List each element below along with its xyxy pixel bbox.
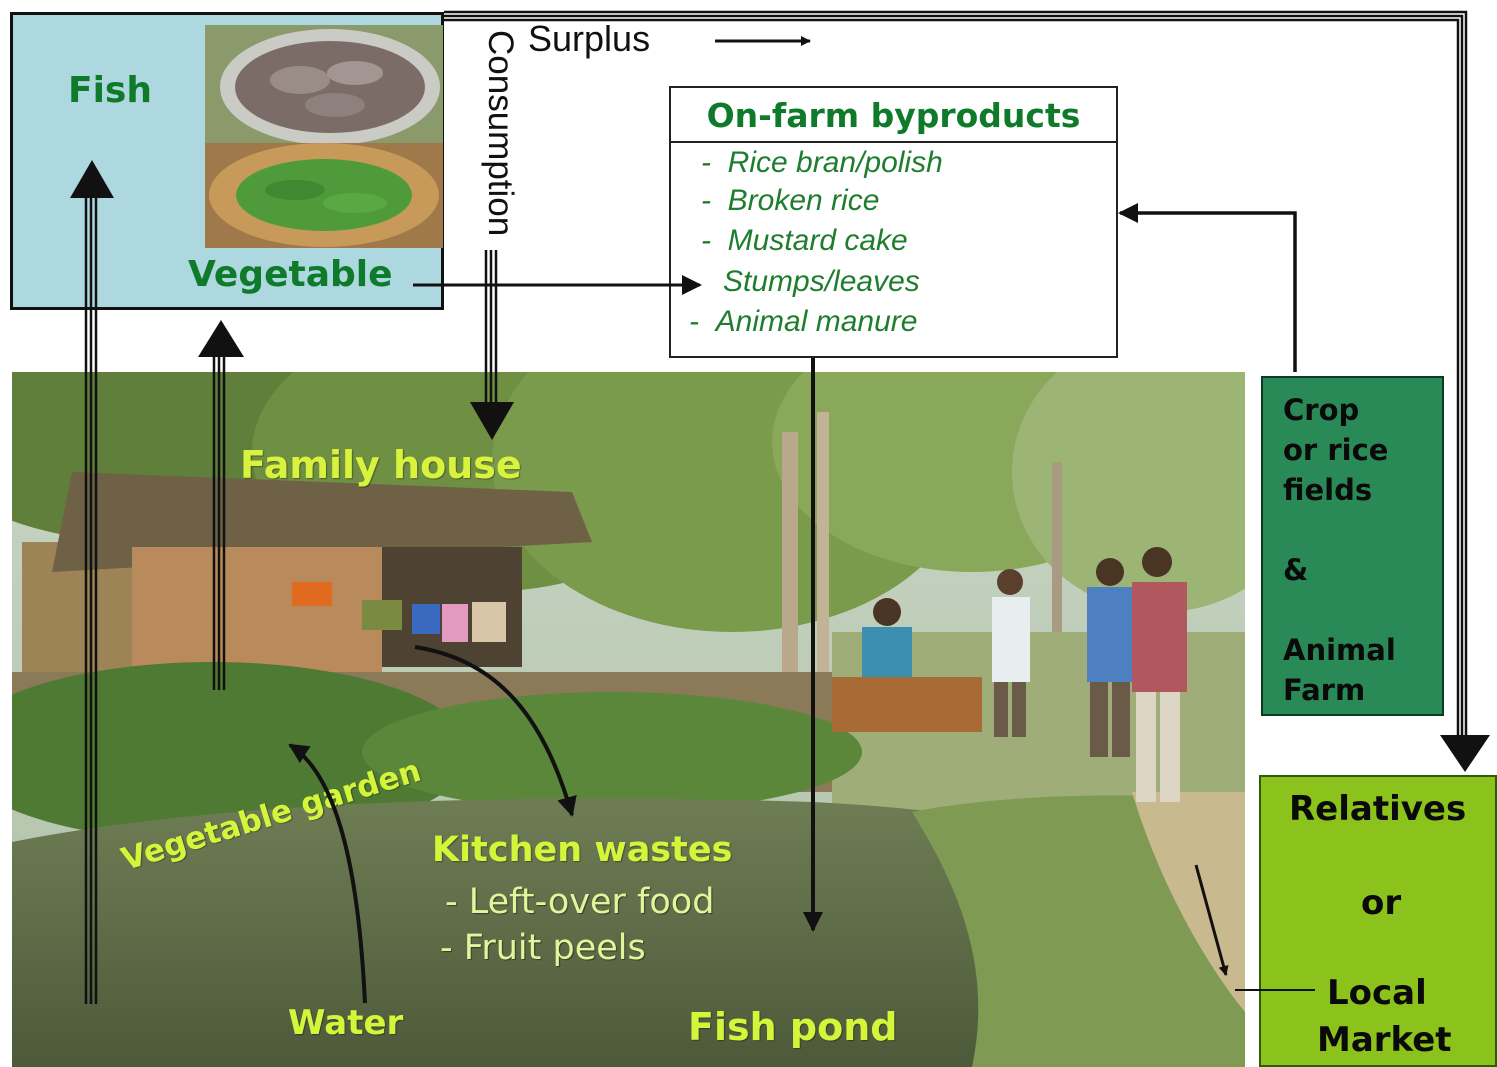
kitchen-waste-item: - Fruit peels <box>440 928 646 968</box>
kitchen-wastes-label: Kitchen wastes <box>432 830 732 870</box>
market-line: Local <box>1327 973 1427 1013</box>
water-label: Water <box>288 1003 403 1043</box>
market-arrowhead <box>1440 735 1490 772</box>
byproducts-title: On-farm byproducts <box>671 88 1116 143</box>
byproduct-item: - Mustard cake <box>701 224 908 258</box>
surplus-label: Surplus <box>528 18 650 60</box>
fish-vegetable-photo-illustration <box>205 25 443 248</box>
byproduct-item: - Broken rice <box>701 184 879 218</box>
crop-farm-line: & <box>1283 550 1442 590</box>
crop-farm-line: or rice <box>1283 430 1442 470</box>
market-line: Market <box>1317 1020 1452 1060</box>
crop-to-byproducts-arrow <box>1120 213 1295 372</box>
kitchen-waste-item: - Left-over food <box>445 882 714 922</box>
fish-pond-label: Fish pond <box>688 1005 897 1049</box>
crop-farm-line: Animal <box>1283 630 1442 670</box>
crop-farm-line: Farm <box>1283 670 1442 710</box>
vegetable-arrowhead <box>198 320 244 357</box>
vegetable-label: Vegetable <box>188 254 393 295</box>
byproduct-item: Stumps/leaves <box>723 265 920 299</box>
fish-vegetable-photos <box>205 25 443 248</box>
byproduct-item: - Rice bran/polish <box>701 146 943 180</box>
byproduct-item: - Animal manure <box>689 305 917 339</box>
crop-farm-line: fields <box>1283 470 1442 510</box>
relatives-local-market-box: Relatives or Local Market <box>1259 775 1497 1067</box>
crop-farm-line: Crop <box>1283 390 1442 430</box>
market-line: or <box>1361 883 1401 923</box>
on-farm-byproducts-box: On-farm byproducts - Rice bran/polish - … <box>669 86 1118 358</box>
family-house-label: Family house <box>240 443 522 487</box>
fish-label: Fish <box>68 70 152 111</box>
crop-animal-farm-box: Crop or rice fields & Animal Farm <box>1261 376 1444 716</box>
consumption-label: Consumption <box>480 30 520 236</box>
market-line: Relatives <box>1289 789 1466 829</box>
